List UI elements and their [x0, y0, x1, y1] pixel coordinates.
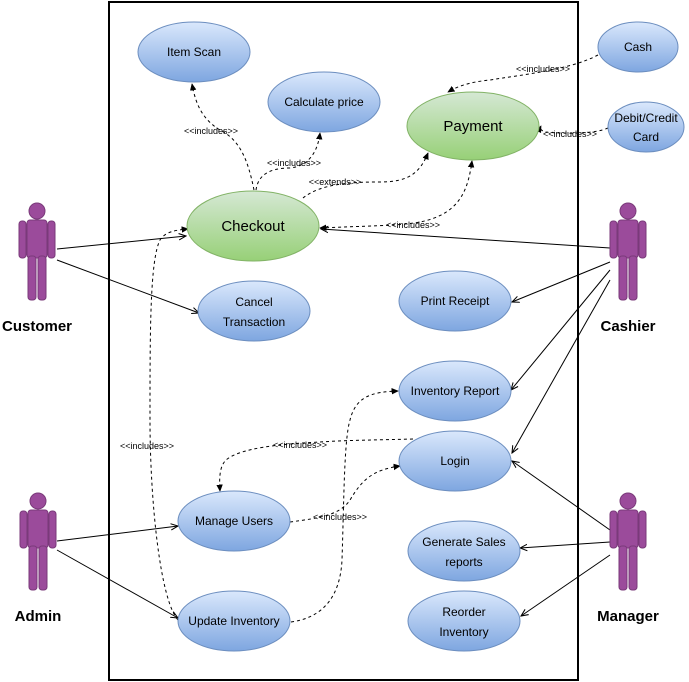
- dep-updateinventory-inventoryreport: [290, 391, 398, 623]
- actor-manager-label: Manager: [597, 608, 659, 625]
- usecase-checkout: Checkout: [186, 190, 320, 262]
- assoc-customer-cancel: [56, 259, 199, 313]
- usecase-print-receipt: Print Receipt: [398, 270, 512, 332]
- dep-manageusers-login: [289, 466, 400, 523]
- dep-checkout-calculate: [255, 133, 320, 191]
- assoc-admin-manageusers: [56, 526, 178, 542]
- rel-label-includes-calculate: <<includes>>: [267, 158, 321, 168]
- rel-label-includes-itemscan: <<includes>>: [184, 126, 238, 136]
- actor-admin-label: Admin: [15, 608, 62, 625]
- assoc-admin-updateinventory: [56, 549, 178, 618]
- actor-cashier-label: Cashier: [600, 318, 655, 335]
- usecase-reorder-inventory-label-line1: Reorder: [442, 605, 485, 619]
- usecase-print-receipt-label: Print Receipt: [421, 294, 490, 308]
- usecase-checkout-label: Checkout: [221, 218, 285, 235]
- assoc-manager-login: [512, 461, 611, 531]
- assoc-cashier-checkout: [321, 229, 611, 249]
- usecase-debit-credit-card-label-line1: Debit/Credit: [614, 111, 678, 125]
- usecase-debit-credit-card: Debit/Credit Card: [607, 101, 685, 153]
- actor-cashier: Cashier: [600, 202, 656, 335]
- dep-checkout-itemscan: [192, 84, 255, 191]
- assoc-cashier-printreceipt: [512, 261, 611, 302]
- assoc-cashier-inventoryreport: [511, 269, 611, 390]
- stick-figure-icon: [18, 202, 56, 301]
- rel-label-includes-cash: <<includes>>: [516, 64, 570, 74]
- usecase-reorder-inventory: Reorder Inventory: [407, 590, 521, 652]
- stick-figure-icon: [609, 492, 647, 591]
- usecase-inventory-report-label: Inventory Report: [411, 384, 500, 398]
- usecase-cancel-transaction-label-line1: Cancel: [235, 295, 272, 309]
- usecase-cancel-transaction: Cancel Transaction: [197, 280, 311, 342]
- rel-label-includes-checkout: <<includes>>: [386, 220, 440, 230]
- usecase-item-scan-label: Item Scan: [167, 45, 221, 59]
- dep-updateinventory-checkout: [149, 229, 188, 621]
- rel-label-includes-manageusers-login: <<includes>>: [313, 512, 367, 522]
- assoc-cashier-login: [512, 279, 611, 453]
- dep-card-payment: [540, 126, 609, 134]
- assoc-manager-generatesales: [520, 541, 611, 548]
- dep-payment-checkout-includes: [320, 161, 472, 228]
- usecase-generate-sales-reports-label-line2: reports: [445, 555, 482, 569]
- stick-figure-icon: [19, 492, 57, 591]
- actor-admin: Admin: [15, 492, 62, 625]
- usecase-manage-users-label: Manage Users: [195, 514, 273, 528]
- rel-label-includes-card: <<includes>>: [543, 129, 597, 139]
- dep-login-manageusers: [220, 438, 414, 491]
- rel-label-includes-login-manageusers: <<includes>>: [273, 440, 327, 450]
- usecase-generate-sales-reports: Generate Sales reports: [407, 520, 521, 582]
- usecase-calculate-price-label: Calculate price: [284, 95, 364, 109]
- usecase-payment: Payment: [406, 91, 540, 161]
- actor-customer-label: Customer: [2, 318, 72, 335]
- actor-manager: Manager: [597, 492, 659, 625]
- usecase-login-label: Login: [440, 454, 469, 468]
- rel-label-extends: <<extends>>: [309, 177, 362, 187]
- rel-label-includes-updateinventory: <<includes>>: [120, 441, 174, 451]
- usecase-calculate-price: Calculate price: [267, 71, 381, 133]
- actor-customer: Customer: [2, 202, 72, 335]
- system-boundary: [108, 1, 579, 681]
- usecase-reorder-inventory-label-line2: Inventory: [439, 625, 488, 639]
- assoc-customer-checkout: [56, 236, 186, 250]
- usecase-manage-users: Manage Users: [177, 490, 291, 552]
- usecase-cash: Cash: [597, 21, 679, 73]
- usecase-login: Login: [398, 430, 512, 492]
- dep-checkout-payment-extends: [302, 153, 428, 199]
- usecase-update-inventory: Update Inventory: [177, 590, 291, 652]
- stick-figure-icon: [609, 202, 647, 301]
- usecase-cash-label: Cash: [624, 40, 652, 54]
- usecase-payment-label: Payment: [443, 118, 503, 135]
- usecase-item-scan: Item Scan: [137, 21, 251, 83]
- usecase-inventory-report: Inventory Report: [398, 360, 512, 422]
- usecase-update-inventory-label: Update Inventory: [188, 614, 279, 628]
- usecase-debit-credit-card-label-line2: Card: [633, 130, 659, 144]
- usecase-cancel-transaction-label-line2: Transaction: [223, 315, 285, 329]
- assoc-manager-reorder: [521, 554, 611, 616]
- usecase-generate-sales-reports-label-line1: Generate Sales: [422, 535, 505, 549]
